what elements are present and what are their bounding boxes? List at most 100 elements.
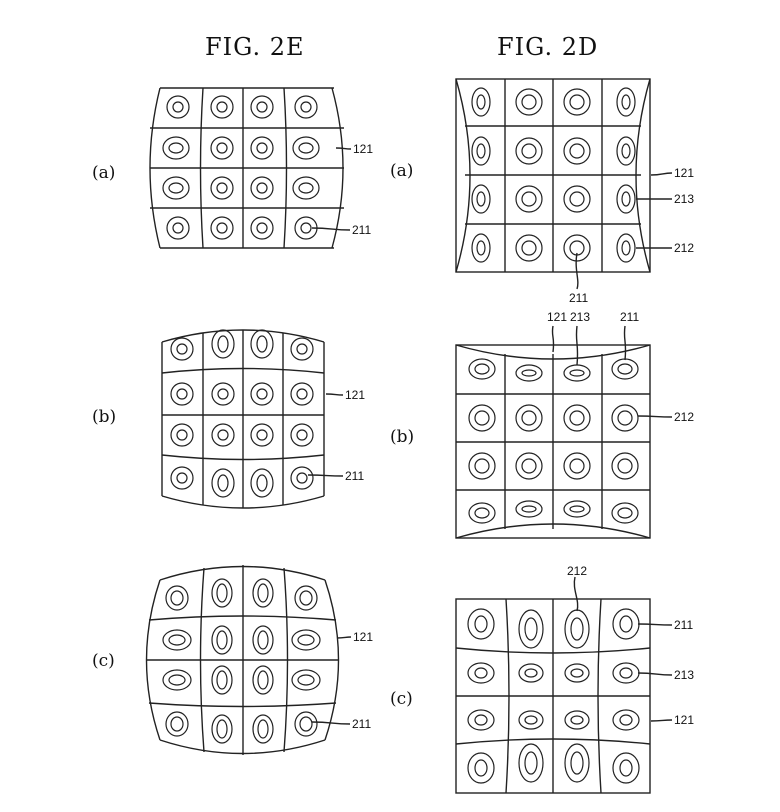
- cell-r3-c4-ellipse-inner: [619, 714, 633, 726]
- cell-r4-c3-ellipse-outer: [252, 714, 274, 744]
- cell-r1-c1-ellipse-inner: [474, 615, 488, 633]
- cell-r1-c1-ellipse-outer: [471, 87, 491, 117]
- cell-r3-c3-ellipse-outer: [250, 176, 274, 200]
- cell-r1-c4-ellipse-inner: [296, 343, 308, 355]
- cell-r3-c2-ellipse-outer: [518, 710, 544, 730]
- cell-r3-c3-ellipse-inner: [256, 429, 268, 441]
- cell-r1-c4-ellipse-inner: [619, 615, 633, 633]
- ref-211: 212: [674, 241, 694, 255]
- cell-r3-c4-ellipse-outer: [611, 452, 639, 480]
- cell-r2-c1-ellipse-inner: [476, 143, 486, 159]
- cell-r1-c2-ellipse-outer: [518, 609, 544, 649]
- panel-label-2e-b: (b): [92, 407, 116, 427]
- cell-r1-c1-ellipse-outer: [467, 608, 495, 640]
- cell-r2-c1-ellipse-inner: [176, 388, 188, 400]
- cell-r2-c3-ellipse-outer: [563, 404, 591, 432]
- cell-r1-c1-ellipse-outer: [170, 337, 194, 361]
- cell-r2-c1-ellipse-outer: [170, 382, 194, 406]
- cell-r3-c2-ellipse-inner: [216, 670, 228, 690]
- ref-211-leader: [637, 623, 673, 626]
- panel-label-2d-a: (a): [390, 161, 413, 181]
- cell-r1-c3-ellipse-outer: [563, 88, 591, 116]
- cell-r1-c3-ellipse-inner: [256, 335, 268, 353]
- cell-r3-c4-ellipse-outer: [612, 709, 640, 731]
- row-line-1: [455, 647, 651, 654]
- cell-r3-c1-ellipse-inner: [176, 429, 188, 441]
- cell-r4-c3-ellipse-inner: [569, 240, 585, 256]
- cell-r2-c2-ellipse-inner: [521, 143, 537, 159]
- cell-r3-c1-ellipse-inner: [168, 182, 184, 194]
- cell-r1-c4-ellipse-outer: [290, 337, 314, 361]
- cell-r2-c4-ellipse-outer: [290, 382, 314, 406]
- cell-r3-c4-ellipse-inner: [298, 182, 314, 194]
- cell-r3-c2-ellipse-inner: [216, 182, 228, 194]
- cell-r1-c2-ellipse-inner: [217, 335, 229, 353]
- cell-r4-c4-ellipse-outer: [294, 711, 318, 737]
- cell-r4-c3-ellipse-inner: [569, 505, 585, 513]
- cell-r2-c4-ellipse-inner: [297, 634, 315, 646]
- cell-r3-c3-ellipse-outer: [564, 710, 590, 730]
- cell-r1-c4-ellipse-inner: [300, 101, 312, 113]
- cell-r3-c4-ellipse-inner: [297, 674, 315, 686]
- cell-r2-c2-ellipse-inner: [521, 410, 537, 426]
- cell-r1-c4-ellipse-inner: [621, 94, 631, 110]
- cell-r2-c2-ellipse-outer: [211, 382, 235, 406]
- ref-121-leader: [336, 636, 352, 639]
- cell-r3-c1-ellipse-outer: [471, 184, 491, 214]
- cell-r3-c3-ellipse-outer: [563, 452, 591, 480]
- cell-r3-c2-ellipse-inner: [217, 429, 229, 441]
- ref-121-leader: [650, 719, 673, 722]
- cell-r2-c3-ellipse-inner: [570, 668, 584, 678]
- cell-r2-c2-ellipse-outer: [515, 404, 543, 432]
- ref-211-leader: [307, 474, 344, 477]
- figure-title-2d: FIG. 2D: [497, 33, 598, 61]
- ref-212-group: 211: [569, 252, 588, 305]
- panel-label-2e-a: (a): [92, 163, 115, 183]
- cell-r4-c2-ellipse-outer: [518, 743, 544, 783]
- cell-r2-c2-ellipse-outer: [515, 137, 543, 165]
- cell-r3-c1-ellipse-inner: [474, 714, 488, 726]
- cell-r1-c4-ellipse-outer: [616, 87, 636, 117]
- cell-r4-c4-ellipse-outer: [290, 466, 314, 490]
- cell-r3-c4-ellipse-outer: [291, 669, 321, 691]
- cell-r3-c2-ellipse-outer: [211, 423, 235, 447]
- cell-r4-c3-ellipse-inner: [570, 751, 584, 775]
- cell-r3-c2-ellipse-outer: [515, 452, 543, 480]
- cell-r3-c1-ellipse-outer: [170, 423, 194, 447]
- cell-r4-c1-ellipse-outer: [471, 233, 491, 263]
- cell-r2-c4-ellipse-outer: [616, 136, 636, 166]
- cell-r1-c1-ellipse-inner: [176, 343, 188, 355]
- cell-r2-c3-ellipse-outer: [250, 136, 274, 160]
- cell-r1-c4-ellipse-outer: [294, 585, 318, 611]
- cell-r3-c1-ellipse-inner: [476, 191, 486, 207]
- cell-r4-c2-ellipse-inner: [521, 240, 537, 256]
- cell-r2-c1-ellipse-outer: [162, 629, 192, 651]
- cell-r4-c4-ellipse-inner: [617, 507, 633, 519]
- ref-213: 213: [570, 310, 590, 324]
- cell-r2-c3-ellipse-inner: [569, 143, 585, 159]
- cell-r1-c1-ellipse-inner: [170, 590, 184, 606]
- cell-r2-c1-ellipse-inner: [168, 634, 186, 646]
- cell-r4-c1-ellipse-inner: [474, 507, 490, 519]
- cell-r4-c1-ellipse-inner: [172, 222, 184, 234]
- cell-r4-c2-ellipse-inner: [216, 719, 228, 739]
- ref-121: 121: [674, 713, 694, 727]
- ref-213: 213: [674, 668, 694, 682]
- cell-r2-c2-ellipse-inner: [216, 630, 228, 650]
- row-line-1: [161, 367, 325, 374]
- cell-r4-c4-ellipse-inner: [296, 472, 308, 484]
- cell-r1-c2-ellipse-outer: [515, 364, 543, 382]
- cell-r3-c3-ellipse-inner: [257, 670, 269, 690]
- ref-213-leader: [637, 672, 673, 676]
- ref-212: 211: [569, 291, 588, 305]
- right-edge: [324, 579, 340, 741]
- ref-211: 211: [345, 469, 364, 483]
- cell-r1-c1-ellipse-outer: [468, 358, 496, 380]
- cell-r3-c2-ellipse-inner: [521, 458, 537, 474]
- cell-r4-c2-ellipse-outer: [211, 714, 233, 744]
- cell-r1-c2-ellipse-outer: [515, 88, 543, 116]
